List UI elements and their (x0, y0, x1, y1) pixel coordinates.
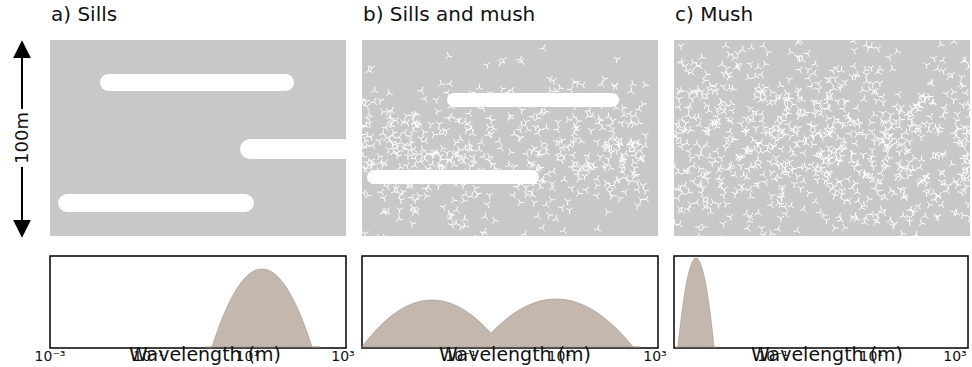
axis-title: Wavelength (m) (439, 345, 591, 364)
mush-crystals (674, 36, 970, 242)
spectrum-hump (362, 299, 640, 347)
sill (367, 170, 539, 184)
spectrum-hump (205, 269, 320, 347)
axis-title: Wavelength (m) (129, 345, 281, 364)
panel-title: b) Sills and mush (362, 2, 658, 26)
tick-label: 10⁻³ (35, 349, 66, 363)
sill (240, 139, 354, 159)
mush-crystals (362, 45, 649, 236)
scale-label: 100m (13, 109, 31, 167)
tick-label: 10³ (331, 349, 354, 363)
sill (58, 194, 254, 212)
host-rock (50, 40, 346, 236)
panel: a) Sills (50, 2, 346, 236)
spectrum-frame (674, 256, 968, 348)
spectrum-hump (675, 258, 716, 347)
tick-label: 10³ (643, 349, 666, 363)
sill (447, 93, 619, 107)
axis-title: Wavelength (m) (751, 345, 903, 364)
tick-label: 10³ (943, 349, 966, 363)
spectrum-frame (50, 256, 346, 348)
panel: c) Mush (674, 2, 970, 236)
spectrum-frame (362, 256, 658, 348)
sill (100, 74, 294, 91)
panel-title: a) Sills (50, 2, 346, 26)
panel-title: c) Mush (674, 2, 970, 26)
panel: b) Sills and mush (362, 2, 658, 236)
